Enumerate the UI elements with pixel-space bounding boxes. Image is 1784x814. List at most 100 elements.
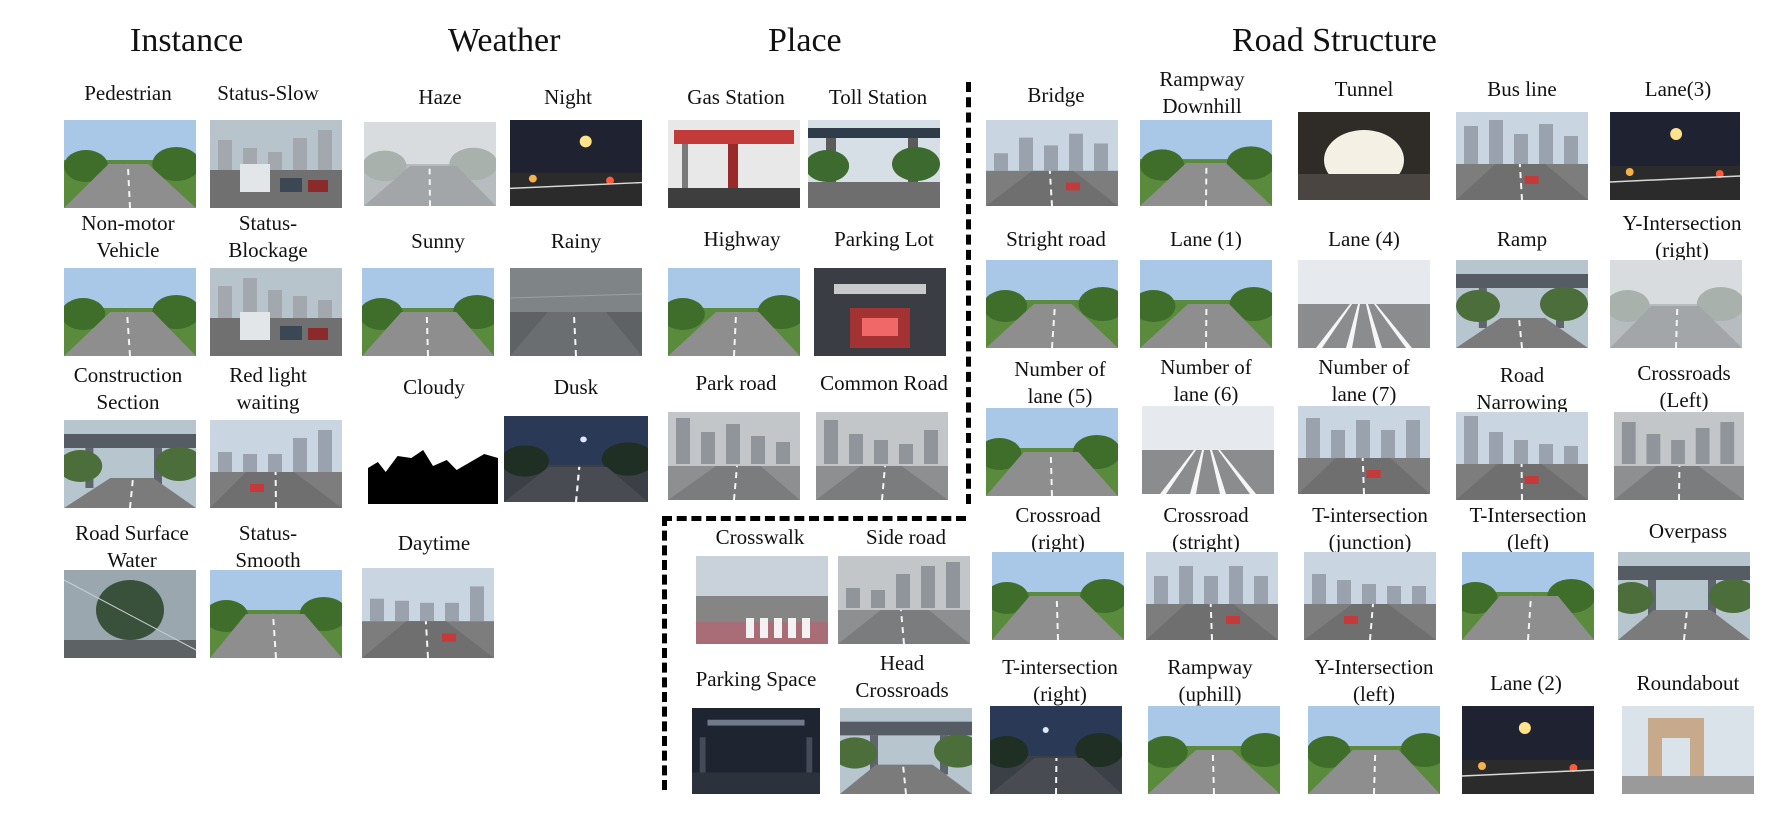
thumbnail-parking-lot <box>814 268 946 356</box>
thumbnail-toll-station <box>808 120 940 208</box>
label-lane3: Lane(3) <box>1644 77 1712 101</box>
label-rampway-downhill: Rampway Downhill <box>1159 67 1245 118</box>
thumbnail-status-smooth <box>210 570 342 658</box>
label-bus-line: Bus line <box>1487 77 1557 101</box>
thumbnail-lane2 <box>1462 706 1594 794</box>
label-road-water: Road Surface Water <box>75 521 189 572</box>
section-title-road-structure: Road Structure <box>1232 22 1437 59</box>
label-t-left: T-Intersection (left) <box>1469 503 1587 554</box>
section-title-place: Place <box>768 22 842 59</box>
label-t-right: T-intersection (right) <box>1002 655 1118 706</box>
label-overpass: Overpass <box>1648 519 1728 543</box>
label-roundabout: Roundabout <box>1636 671 1740 695</box>
label-gas-station: Gas Station <box>687 85 785 109</box>
label-crossroads-left: Crossroads (Left) <box>1637 361 1731 412</box>
thumbnail-dusk <box>504 416 648 502</box>
thumbnail-common-road <box>816 412 948 500</box>
thumbnail-crossroads-left <box>1614 412 1744 500</box>
label-lane4: Lane (4) <box>1328 227 1400 251</box>
label-sunny: Sunny <box>411 229 465 253</box>
divider-lower-left-vertical <box>662 516 667 790</box>
label-non-motor: Non-motor Vehicle <box>81 211 175 262</box>
label-bridge: Bridge <box>1027 83 1085 107</box>
thumbnail-gas-station <box>668 120 800 208</box>
thumbnail-t-right <box>990 706 1122 794</box>
label-t-junction: T-intersection (junction) <box>1312 503 1428 554</box>
thumbnail-crosswalk <box>696 556 828 644</box>
thumbnail-lane4 <box>1298 260 1430 348</box>
thumbnail-pedestrian <box>64 120 196 208</box>
thumbnail-stright-road <box>986 260 1118 348</box>
label-stright-road: Stright road <box>1006 227 1106 251</box>
thumbnail-t-junction <box>1304 552 1436 640</box>
thumbnail-tunnel <box>1298 112 1430 200</box>
label-head-crossroads: Head Crossroads <box>855 651 949 702</box>
thumbnail-construction <box>64 420 196 508</box>
thumbnail-rampway-uphill <box>1148 706 1280 794</box>
label-dusk: Dusk <box>553 375 599 399</box>
thumbnail-roundabout <box>1622 706 1754 794</box>
thumbnail-num-lane5 <box>986 408 1118 496</box>
label-status-blockage: Status- Blockage <box>228 211 308 262</box>
label-ramp: Ramp <box>1496 227 1548 251</box>
label-haze: Haze <box>418 85 462 109</box>
thumbnail-rainy <box>510 268 642 356</box>
label-y-int-left: Y-Intersection (left) <box>1314 655 1434 706</box>
divider-horizontal <box>662 516 966 521</box>
label-crossroad-stright: Crossroad (stright) <box>1163 503 1249 554</box>
thumbnail-night <box>510 120 642 206</box>
thumbnail-daytime <box>362 568 494 658</box>
thumbnail-road-water <box>64 570 196 658</box>
label-red-light: Red light waiting <box>229 363 307 414</box>
thumbnail-park-road <box>668 412 800 500</box>
thumbnail-rampway-downhill <box>1140 120 1272 206</box>
label-num-lane7: Number of lane (7) <box>1318 355 1410 406</box>
label-pedestrian: Pedestrian <box>84 81 172 105</box>
label-tunnel: Tunnel <box>1334 77 1394 101</box>
label-construction: Construction Section <box>73 363 183 414</box>
thumbnail-red-light <box>210 420 342 508</box>
thumbnail-head-crossroads <box>840 708 972 794</box>
thumbnail-y-int-right <box>1610 260 1742 348</box>
label-rainy: Rainy <box>550 229 602 253</box>
thumbnail-ramp <box>1456 260 1588 348</box>
divider-place-road-vertical <box>966 82 971 504</box>
thumbnail-bus-line <box>1456 112 1588 200</box>
thumbnail-status-blockage <box>210 268 342 356</box>
thumbnail-sunny <box>362 268 494 356</box>
label-night: Night <box>544 85 592 109</box>
thumbnail-highway <box>668 268 800 356</box>
section-title-weather: Weather <box>448 22 561 59</box>
thumbnail-cloudy <box>368 440 498 504</box>
label-road-narrowing: Road Narrowing <box>1476 363 1568 414</box>
thumbnail-status-slow <box>210 120 342 208</box>
thumbnail-haze <box>364 122 496 206</box>
label-cloudy: Cloudy <box>403 375 465 399</box>
thumbnail-side-road <box>838 556 970 644</box>
label-highway: Highway <box>703 227 781 251</box>
thumbnail-bridge <box>986 120 1118 206</box>
label-toll-station: Toll Station <box>828 85 928 109</box>
thumbnail-t-left <box>1462 552 1594 640</box>
section-title-instance: Instance <box>130 22 244 59</box>
thumbnail-overpass <box>1618 552 1750 640</box>
label-rampway-uphill: Rampway (uphill) <box>1167 655 1253 706</box>
label-crosswalk: Crosswalk <box>715 525 805 549</box>
thumbnail-num-lane6 <box>1142 406 1274 494</box>
label-common-road: Common Road <box>820 371 948 395</box>
thumbnail-crossroad-right <box>992 552 1124 640</box>
thumbnail-crossroad-stright <box>1146 552 1278 640</box>
label-lane1: Lane (1) <box>1170 227 1242 251</box>
label-num-lane6: Number of lane (6) <box>1160 355 1252 406</box>
label-status-smooth: Status- Smooth <box>235 521 301 572</box>
label-parking-space: Parking Space <box>695 667 817 691</box>
thumbnail-parking-space <box>692 708 820 794</box>
label-park-road: Park road <box>695 371 777 395</box>
label-side-road: Side road <box>866 525 946 549</box>
label-status-slow: Status-Slow <box>217 81 319 105</box>
label-lane2: Lane (2) <box>1490 671 1562 695</box>
label-crossroad-right: Crossroad (right) <box>1015 503 1101 554</box>
thumbnail-road-narrowing <box>1456 412 1588 500</box>
thumbnail-lane3 <box>1610 112 1740 200</box>
label-parking-lot: Parking Lot <box>834 227 934 251</box>
